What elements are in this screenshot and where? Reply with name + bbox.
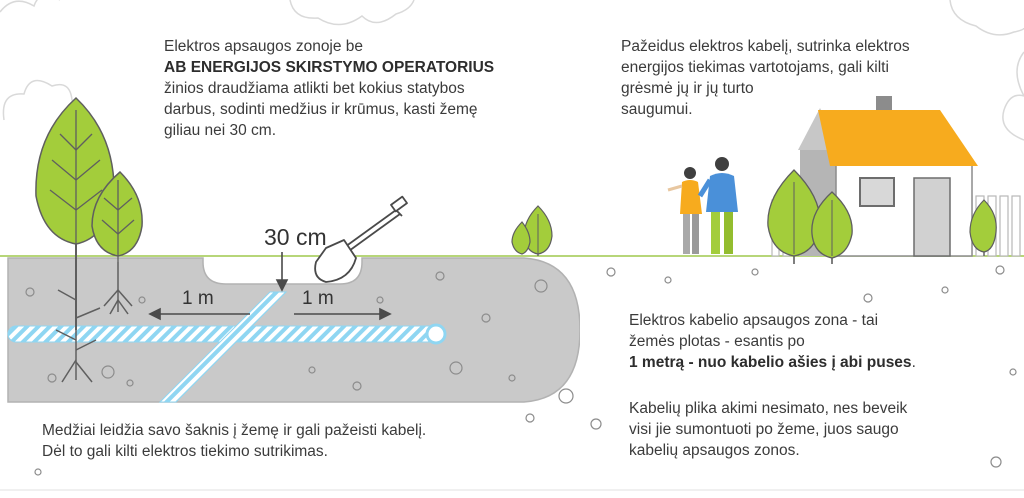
shovel-icon: [314, 195, 408, 283]
operator-name: AB ENERGIJOS SKIRSTYMO OPERATORIUS: [164, 59, 495, 76]
warning-line-5: giliau nei 30 cm.: [164, 122, 277, 139]
ground-right-area: [580, 257, 1024, 489]
visibility-line-1: Kabelių plika akimi nesimato, nes beveik: [629, 400, 908, 417]
roots-line-1: Medžiai leidžia savo šaknis į žemę ir ga…: [42, 422, 427, 439]
distance-right-label: 1 m: [302, 288, 334, 309]
small-bushes: [511, 205, 553, 256]
consequence-line-2: energijos tiekimas vartotojams, gali kil…: [621, 59, 889, 76]
tree-roots: [55, 258, 133, 383]
consequence-line-3: grėsmė jų ir jų turto: [621, 80, 754, 97]
cable-diagonal: [158, 291, 288, 403]
tree-roots-text: Medžiai leidžia savo šaknis į žemę ir ga…: [42, 420, 426, 462]
pebbles: [25, 265, 1017, 476]
visibility-line-3: kabelių apsaugos zonos.: [629, 442, 800, 459]
visibility-line-2: visi jie sumontuoti po žeme, juos saugo: [629, 421, 899, 438]
top-right-consequence-text: Pažeidus elektros kabelį, sutrinka elekt…: [621, 36, 910, 120]
underground-cables: [7, 291, 447, 403]
consequence-line-4: saugumui.: [621, 101, 693, 118]
distance-left-label: 1 m: [182, 288, 214, 309]
top-left-warning-text: Elektros apsaugos zonoje be AB ENERGIJOS…: [164, 36, 494, 141]
house-front-wall: [835, 164, 973, 257]
protection-zone-text: Elektros kabelio apsaugos zona - tai žem…: [629, 310, 916, 373]
yard-trees: [767, 169, 997, 264]
warning-line-3: žinios draudžiama atlikti bet kokius sta…: [164, 80, 465, 97]
left-tall-tree: [35, 96, 143, 383]
zone-line-1: Elektros kabelio apsaugos zona - tai: [629, 312, 879, 329]
house-door: [913, 177, 951, 257]
woman-figure: [667, 167, 702, 254]
house-window: [859, 177, 895, 207]
zone-line-3-end: .: [911, 354, 916, 371]
zone-line-3: 1 metrą - nuo kabelio ašies į abi puses.: [629, 352, 916, 373]
zone-line-2: žemės plotas - esantis po: [629, 333, 805, 350]
house: [798, 96, 978, 257]
cable-end: [425, 323, 447, 345]
zone-distance-bold: 1 metrą - nuo kabelio ašies į abi puses: [629, 354, 912, 371]
house-roof: [818, 110, 978, 166]
warning-line-1: Elektros apsaugos zonoje be: [164, 38, 364, 55]
consequence-line-1: Pažeidus elektros kabelį, sutrinka elekt…: [621, 38, 910, 55]
distance-arrows: [148, 252, 392, 321]
cable-visibility-text: Kabelių plika akimi nesimato, nes beveik…: [629, 398, 907, 461]
warning-line-4: darbus, sodinti medžius ir krūmus, kasti…: [164, 101, 478, 118]
man-figure: [697, 157, 738, 254]
roots-line-2: Dėl to gali kilti elektros tiekimo sutri…: [42, 443, 328, 460]
depth-label: 30 cm: [264, 224, 327, 250]
